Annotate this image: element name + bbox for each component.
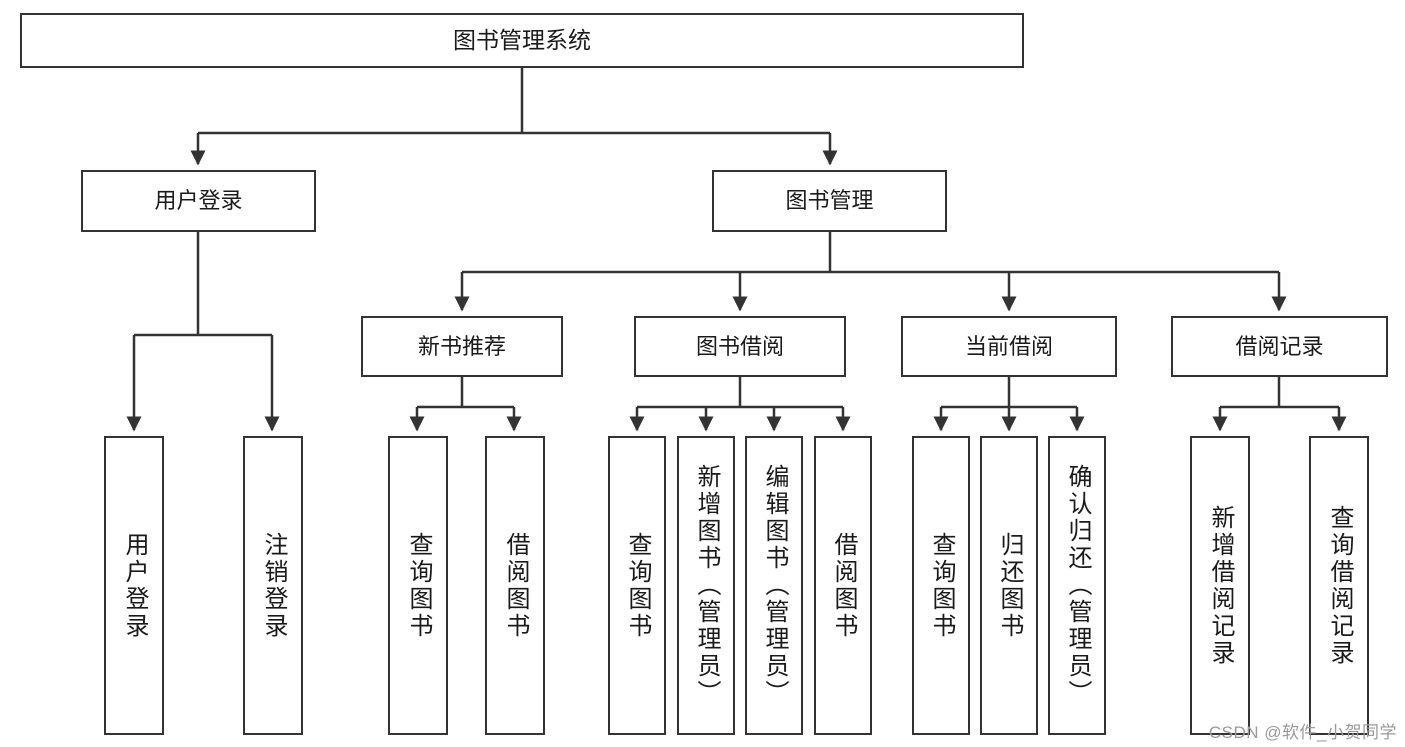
node-label: 查询图书: [624, 531, 651, 640]
node-label: 当前借阅: [964, 333, 1053, 359]
node-label: 借阅图书: [502, 531, 529, 640]
leaf-user-login[interactable]: 用户登录: [104, 436, 164, 735]
node-label: 新增图书（管理员）: [693, 464, 720, 707]
node-book-borrow[interactable]: 图书借阅: [634, 316, 846, 377]
node-label: 注销登录: [260, 531, 287, 640]
leaf-add-book-admin[interactable]: 新增图书（管理员）: [677, 436, 735, 735]
node-label: 用户登录: [154, 188, 243, 214]
node-label: 确认归还（管理员）: [1064, 464, 1091, 707]
node-new-book-recommend[interactable]: 新书推荐: [361, 316, 563, 377]
leaf-query-book-1[interactable]: 查询图书: [388, 436, 448, 735]
leaf-logout-login[interactable]: 注销登录: [243, 436, 303, 735]
node-label: 新增借阅记录: [1207, 504, 1234, 667]
leaf-confirm-return-admin[interactable]: 确认归还（管理员）: [1048, 436, 1106, 735]
node-label: 查询借阅记录: [1326, 504, 1353, 667]
node-label: 图书管理: [785, 188, 874, 214]
node-label: 查询图书: [928, 531, 955, 640]
leaf-query-book-2[interactable]: 查询图书: [608, 436, 666, 735]
leaf-add-borrow-record[interactable]: 新增借阅记录: [1190, 436, 1250, 735]
leaf-borrow-book-2[interactable]: 借阅图书: [814, 436, 872, 735]
node-label: 图书借阅: [695, 333, 784, 359]
node-label: 借阅记录: [1235, 333, 1324, 359]
node-root-book-management-system[interactable]: 图书管理系统: [20, 13, 1024, 68]
leaf-edit-book-admin[interactable]: 编辑图书（管理员）: [745, 436, 803, 735]
node-borrow-record[interactable]: 借阅记录: [1171, 316, 1388, 377]
leaf-query-borrow-record[interactable]: 查询借阅记录: [1309, 436, 1369, 735]
csdn-watermark: CSDN @软件_小贺同学: [1208, 723, 1397, 742]
node-current-borrow[interactable]: 当前借阅: [901, 316, 1117, 377]
node-label: 查询图书: [405, 531, 432, 640]
node-book-management[interactable]: 图书管理: [712, 170, 947, 232]
node-label: 用户登录: [121, 531, 148, 640]
leaf-return-book[interactable]: 归还图书: [980, 436, 1038, 735]
node-label: 借阅图书: [830, 531, 857, 640]
node-label: 编辑图书（管理员）: [761, 464, 788, 707]
leaf-query-book-3[interactable]: 查询图书: [912, 436, 970, 735]
leaf-borrow-book-1[interactable]: 借阅图书: [485, 436, 545, 735]
node-label: 新书推荐: [417, 333, 506, 359]
node-label: 归还图书: [996, 531, 1023, 640]
node-user-login[interactable]: 用户登录: [81, 170, 316, 232]
node-label: 图书管理系统: [453, 26, 591, 53]
